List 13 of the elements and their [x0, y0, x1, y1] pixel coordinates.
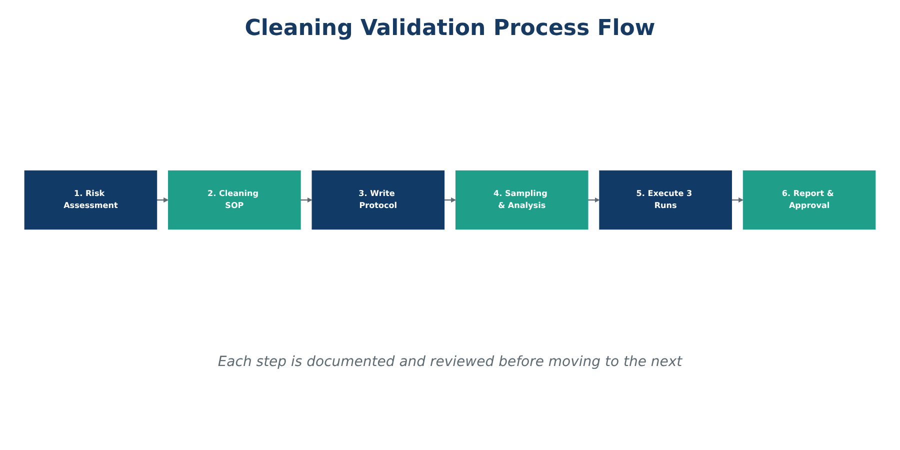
process-box: 6. Report & Approval	[742, 170, 876, 230]
arrow	[444, 197, 456, 203]
arrow	[156, 197, 169, 203]
caption: Each step is documented and reviewed before moving to the next	[218, 354, 682, 370]
arrow	[300, 197, 312, 203]
process-box: 2. Cleaning SOP	[168, 170, 301, 230]
process-box: 3. Write Protocol	[312, 170, 445, 230]
process-box: 4. Sampling & Analysis	[455, 170, 588, 230]
arrow	[588, 197, 600, 203]
process-box: 1. Risk Assessment	[24, 170, 158, 230]
process-box: 5. Execute 3 Runs	[599, 170, 732, 230]
diagram-title: Cleaning Validation Process Flow	[244, 16, 656, 41]
arrow	[732, 197, 744, 203]
